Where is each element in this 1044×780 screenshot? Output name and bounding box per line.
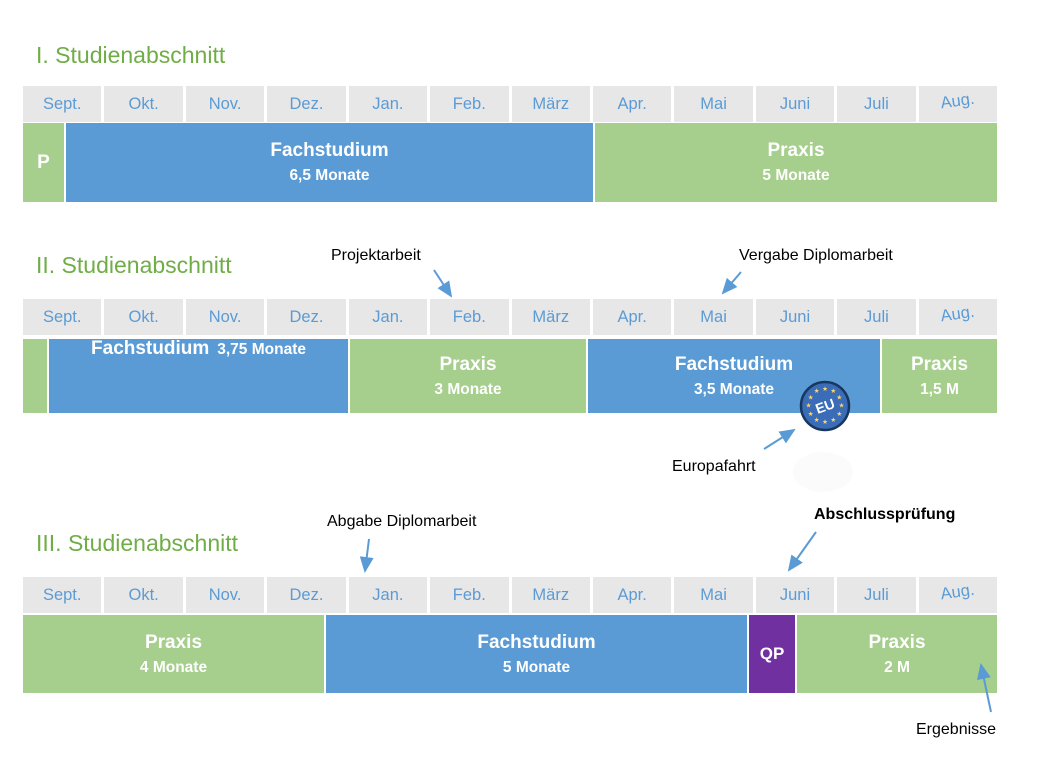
month-header-row-3: Sept. Okt. Nov. Dez. Jan. Feb. März Apr.… — [23, 577, 998, 613]
segment-label: Praxis — [439, 353, 497, 375]
month-cell-sept: Sept. — [23, 577, 102, 613]
faint-smudge — [793, 452, 853, 492]
month-header-row-1: Sept. Okt. Nov. Dez. Jan. Feb. März Apr.… — [23, 86, 998, 122]
month-cell-aug-label: Aug. — [939, 302, 976, 325]
segment-praxis-2a: Praxis 3 Monate — [350, 339, 586, 413]
section-1-title: I. Studienabschnitt — [36, 42, 226, 68]
segment-duration: 3 Monate — [434, 380, 502, 398]
month-cell-nov: Nov. — [185, 299, 265, 335]
segment-label: Praxis — [910, 353, 969, 375]
section-2-title: II. Studienabschnitt — [36, 252, 232, 278]
month-cell-aug: Aug. — [918, 577, 998, 613]
month-cell-mai: Mai — [674, 577, 753, 613]
month-cell-jan: Jan. — [348, 577, 428, 613]
segment-label: Praxis — [767, 140, 825, 162]
timeline-bar-2: Fachstudium 3,75 Monate Praxis 3 Monate … — [23, 339, 997, 413]
annotation-ergebnisse: Ergebnisse — [916, 721, 997, 738]
segment-label: Fachstudium — [270, 140, 389, 162]
arrow-projektarbeit — [433, 269, 453, 298]
month-cell-dez: Dez. — [267, 299, 346, 335]
segment-label: Praxis — [144, 631, 203, 653]
segment-praxis-3a: Praxis 4 Monate — [23, 615, 324, 693]
segment-praxis-sliver — [23, 339, 47, 413]
month-cell-aug: Aug. — [918, 86, 998, 122]
month-cell-apr: Apr. — [592, 86, 672, 122]
segment-praxis-2b: Praxis 1,5 M — [882, 339, 997, 413]
month-cell-apr: Apr. — [592, 299, 672, 335]
segment-label: Praxis — [868, 631, 926, 653]
timeline-bar-1: P Fachstudium 6,5 Monate Praxis 5 Monate — [23, 123, 997, 202]
svg-text:★: ★ — [822, 418, 828, 426]
segment-duration: 5 Monate — [762, 167, 830, 185]
annotation-vergabe-diplomarbeit: Vergabe Diplomarbeit — [739, 247, 893, 264]
month-cell-juli: Juli — [837, 299, 916, 335]
month-cell-jan: Jan. — [348, 86, 428, 122]
month-cell-nov: Nov. — [185, 577, 265, 613]
segment-duration: 6,5 Monate — [289, 167, 370, 185]
month-cell-dez: Dez. — [267, 86, 346, 122]
month-cell-juni: Juni — [755, 86, 835, 122]
month-cell-okt: Okt. — [104, 86, 183, 122]
segment-duration: 4 Monate — [139, 658, 208, 676]
segment-label: Fachstudium — [91, 338, 210, 359]
month-cell-maerz: März — [511, 299, 590, 335]
month-cell-maerz: März — [511, 577, 590, 613]
month-cell-okt: Okt. — [104, 577, 183, 613]
timeline-bar-3: Praxis 4 Monate Fachstudium 5 Monate QP … — [23, 615, 997, 693]
month-cell-juli: Juli — [837, 577, 916, 613]
segment-label: QP — [759, 643, 785, 663]
segment-duration: 3,75 Monate — [217, 341, 306, 358]
month-cell-juli: Juli — [837, 86, 916, 122]
segment-label: Fachstudium — [674, 353, 794, 375]
month-cell-jan: Jan. — [348, 299, 428, 335]
month-cell-juni: Juni — [755, 299, 835, 335]
month-cell-maerz: März — [511, 86, 590, 122]
month-header-row-2: Sept. Okt. Nov. Dez. Jan. Feb. März Apr.… — [23, 299, 998, 335]
month-cell-mai: Mai — [674, 299, 753, 335]
arrow-vergabe-diplomarbeit — [721, 271, 742, 295]
segment-duration: 3,5 Monate — [693, 380, 775, 398]
month-cell-feb: Feb. — [430, 577, 509, 613]
month-cell-apr: Apr. — [592, 577, 672, 613]
annotation-abschlusspruefung: Abschlussprüfung — [814, 506, 956, 523]
segment-duration: 1,5 M — [920, 380, 959, 398]
month-cell-sept: Sept. — [23, 299, 102, 335]
segment-duration: 2 M — [884, 658, 910, 676]
segment-fachstudium-3: Fachstudium 5 Monate — [326, 615, 747, 693]
arrow-abgabe-diplomarbeit — [359, 538, 374, 573]
segment-praxis-1: Praxis 5 Monate — [595, 123, 997, 202]
segment-praxis-3b: Praxis 2 M — [797, 615, 997, 693]
month-cell-sept: Sept. — [23, 86, 102, 122]
month-cell-feb: Feb. — [430, 299, 509, 335]
month-cell-dez: Dez. — [267, 577, 346, 613]
month-cell-aug-label: Aug. — [939, 580, 976, 603]
month-cell-okt: Okt. — [104, 299, 183, 335]
svg-text:★: ★ — [830, 416, 836, 424]
month-cell-feb: Feb. — [430, 86, 509, 122]
segment-duration: 5 Monate — [502, 658, 571, 676]
segment-qp: QP — [749, 615, 795, 693]
month-cell-aug: Aug. — [918, 299, 998, 335]
month-cell-mai: Mai — [674, 86, 753, 122]
svg-text:★: ★ — [814, 416, 820, 424]
arrow-abschlusspruefung — [787, 531, 817, 572]
annotation-abgabe-diplomarbeit: Abgabe Diplomarbeit — [327, 513, 477, 530]
segment-fachstudium-1: Fachstudium 6,5 Monate — [66, 123, 593, 202]
segment-label: Fachstudium — [477, 631, 596, 653]
month-cell-nov: Nov. — [185, 86, 265, 122]
segment-praxis-p: P — [23, 123, 64, 202]
segment-label: P — [37, 151, 50, 173]
segment-fachstudium-2b: Fachstudium 3,5 Monate — [588, 339, 880, 413]
section-3-title: III. Studienabschnitt — [36, 530, 239, 556]
annotation-europafahrt: Europafahrt — [672, 458, 756, 475]
month-cell-juni: Juni — [755, 577, 835, 613]
month-cell-aug-label: Aug. — [939, 89, 976, 112]
annotation-projektarbeit: Projektarbeit — [331, 247, 421, 264]
arrow-europafahrt — [763, 428, 796, 450]
segment-fachstudium-2a: Fachstudium 3,75 Monate — [49, 339, 348, 413]
